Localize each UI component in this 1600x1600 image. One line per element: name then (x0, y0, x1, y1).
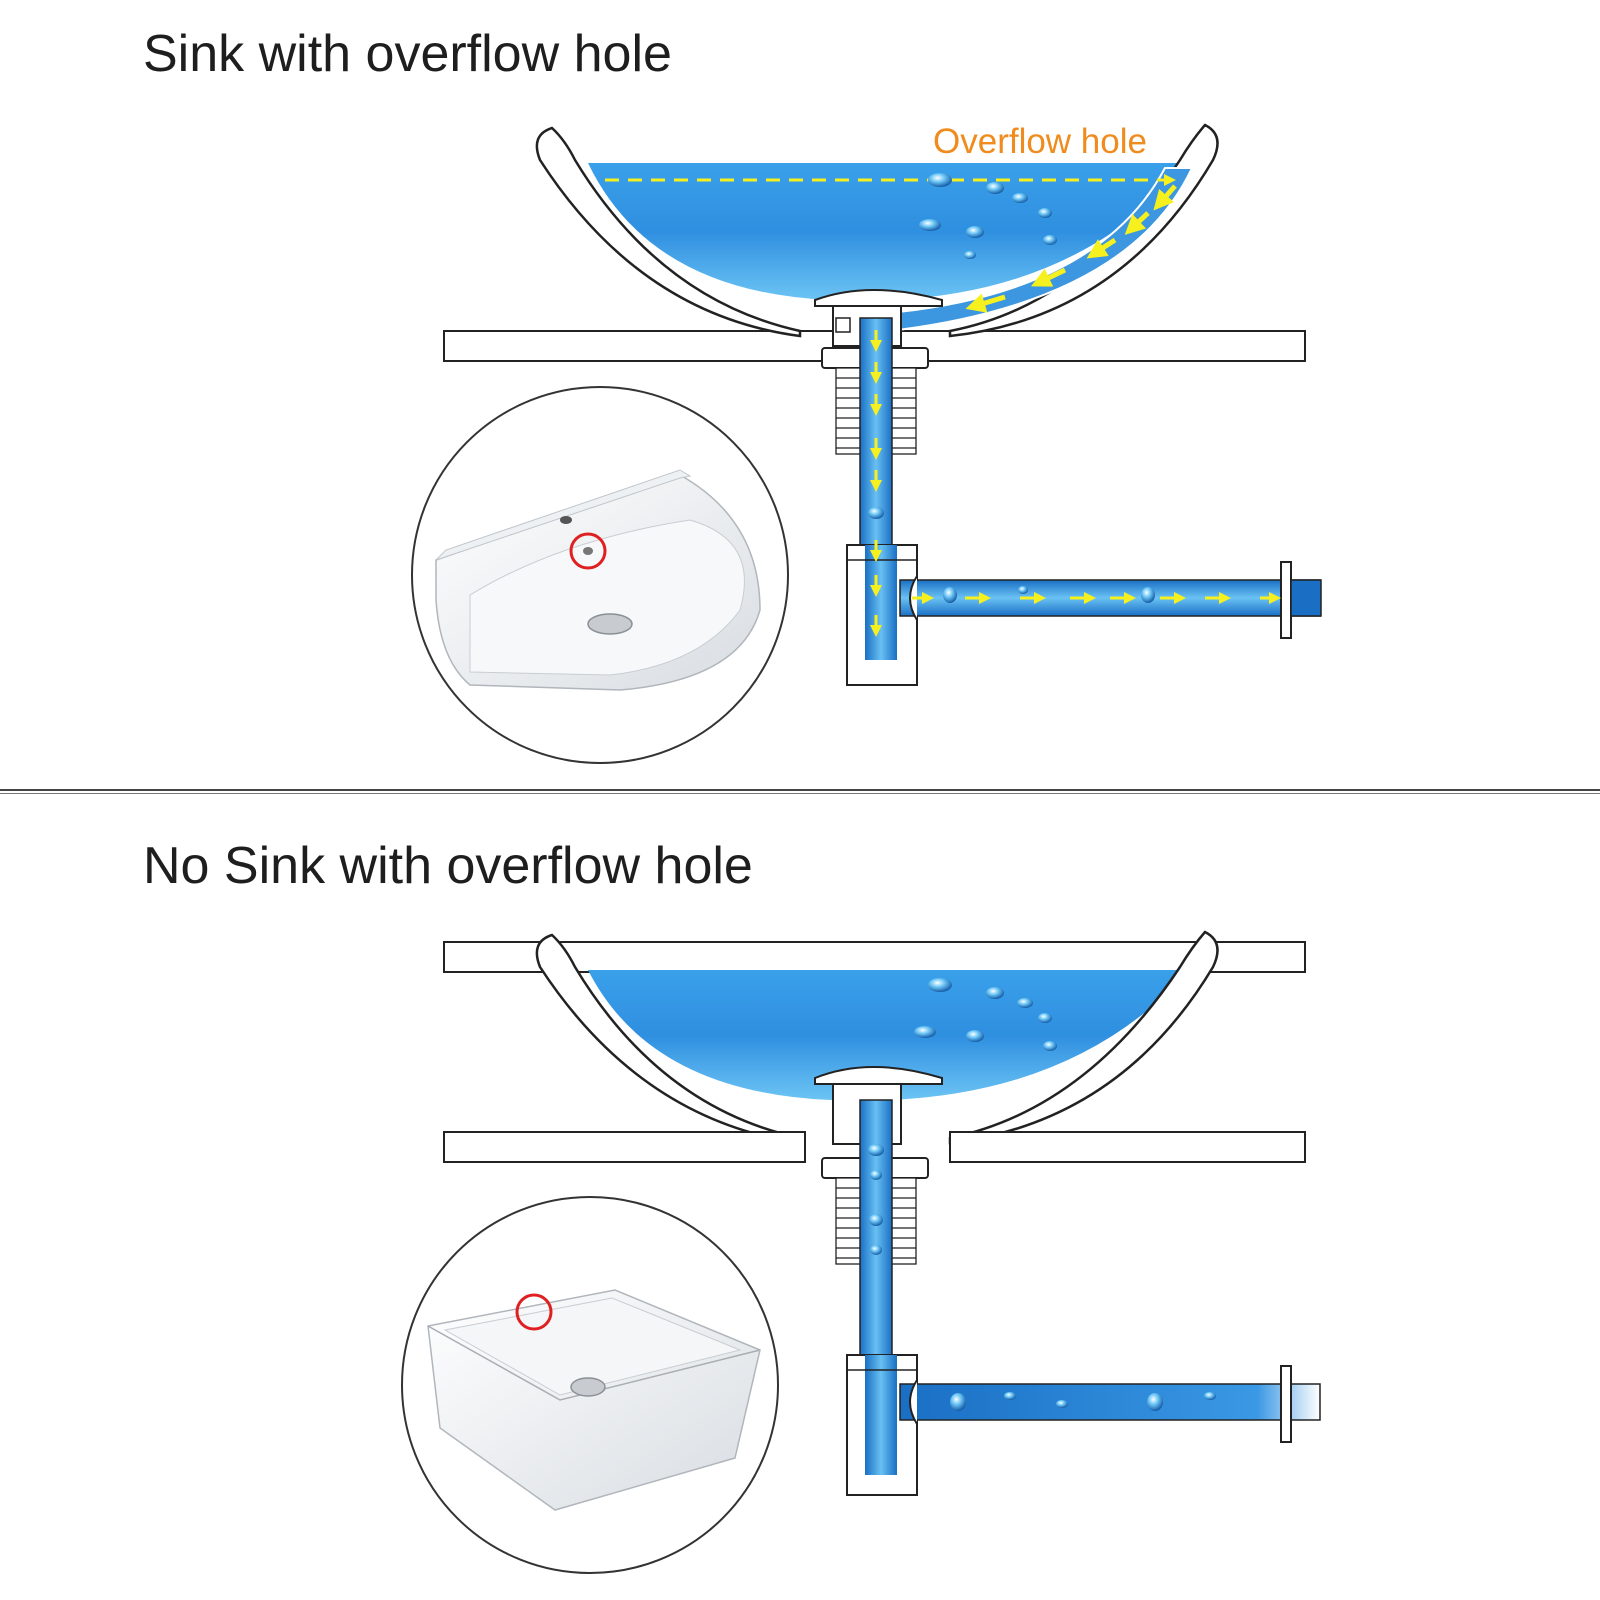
diagram-sink-no-overflow (401, 930, 1321, 1574)
countertop-right (949, 1131, 1306, 1163)
inset-sink-with-overflow (435, 469, 761, 691)
overflow-hole-marker (569, 532, 607, 570)
water-bubbles (919, 173, 1057, 259)
wall-flange (1280, 561, 1292, 639)
countertop (443, 941, 1306, 973)
pipe-bubbles (868, 1144, 1216, 1411)
water-in-bowl (588, 163, 1190, 300)
overflow-hole-callout: Overflow hole (933, 122, 1147, 161)
basin-bowl (535, 126, 802, 338)
diagram-sink-with-overflow: Overflow hole (411, 122, 1322, 764)
countertop-left (443, 1131, 806, 1163)
overflow-slot (835, 317, 851, 333)
pipe-bubbles (868, 507, 1155, 603)
drain-cap (814, 289, 943, 307)
section-divider (0, 789, 1600, 791)
no-overflow-marker (515, 1293, 553, 1331)
basin-bowl-right (948, 123, 1219, 338)
section-title-no-overflow: No Sink with overflow hole (143, 837, 753, 895)
section-divider-secondary (0, 793, 1600, 794)
water-in-bowl (588, 970, 1190, 1100)
section-title-with-overflow: Sink with overflow hole (143, 25, 672, 83)
water-bubbles (914, 978, 1057, 1051)
drain-cap (814, 1066, 943, 1085)
inset-sink-no-overflow (427, 1289, 761, 1511)
wall-flange (1280, 1365, 1292, 1443)
outlet-pipe (899, 1383, 1321, 1421)
overflow-flow-arrows (965, 184, 1177, 313)
